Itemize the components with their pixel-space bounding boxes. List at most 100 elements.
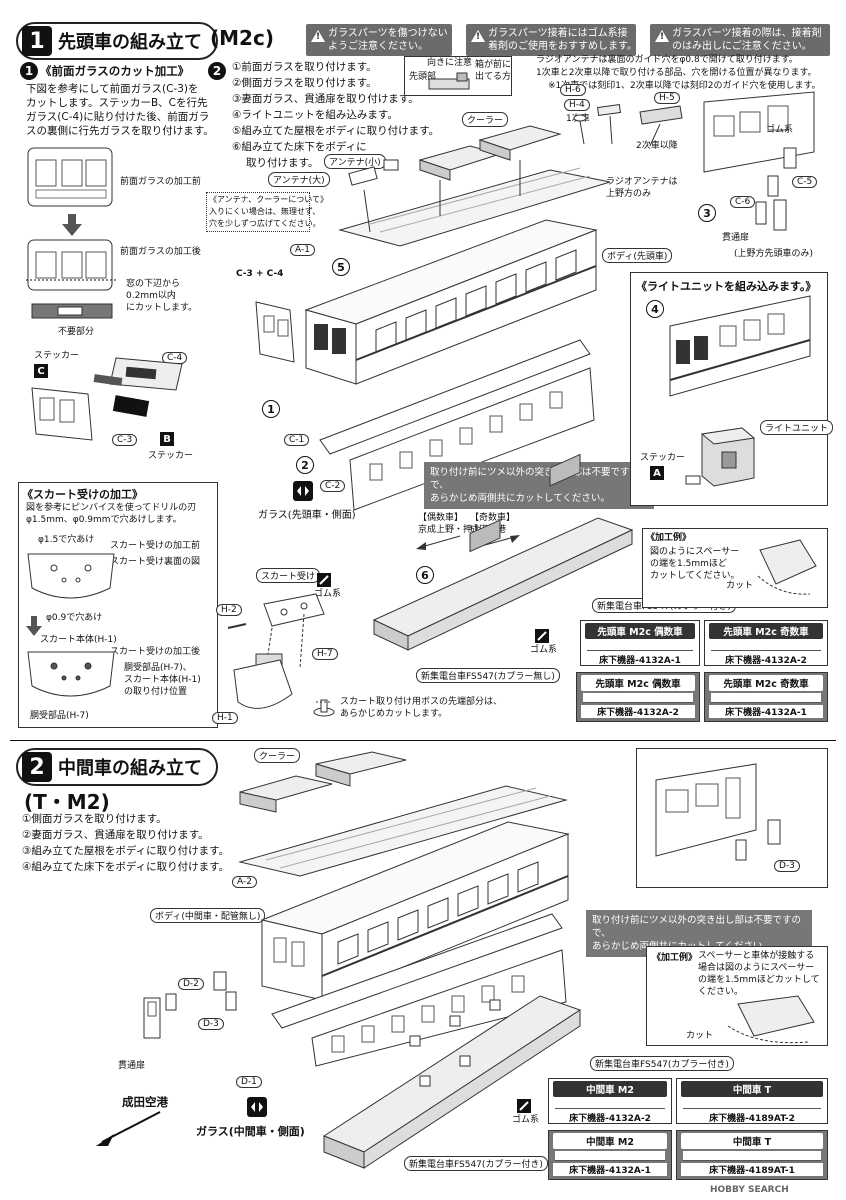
part-h5: H-5 [654, 92, 680, 104]
window-note-2: 0.2mm以内 [126, 291, 176, 301]
step-6: ⑥組み立てた床下をボディに [232, 141, 367, 153]
step-1-marker: 1 [262, 400, 280, 418]
warning-icon [311, 30, 325, 44]
glass-mid-label: ガラス(中間車・側面) [196, 1125, 305, 1138]
step-4-marker: 4 [646, 300, 664, 318]
antenna-cooler-note: 《アンテナ、クーラーについて》 入りにくい場合は、無理せず、 穴を少しずつ広げて… [206, 192, 328, 232]
underfloor-equipment-mini [683, 1099, 821, 1109]
table-front-odd-1: 先頭車 M2c 奇数車 床下機器-4132A-2 [704, 620, 828, 666]
skirt-back-label: スカート受け裏面の図 [110, 557, 201, 567]
narita-arrow [96, 1111, 161, 1146]
part-d2: D-2 [178, 978, 204, 990]
s2-cooler-label: クーラー [254, 748, 301, 763]
part-c1: C-1 [284, 434, 310, 446]
part-c4: C-4 [162, 352, 188, 364]
bogie-nocoupler-label: 新集電台車FS547(カプラー無し) [416, 668, 560, 683]
narita-label: 成田空港 [122, 1095, 168, 1109]
sticker-a-label: ステッカー [640, 453, 686, 463]
gomu-icon-2 [317, 573, 331, 587]
s2-step-4: ④組み立てた床下をボディに取り付けます。 [22, 861, 230, 873]
spacer-drawing-1 [757, 539, 817, 595]
part-h2: H-2 [216, 604, 242, 616]
light-unit-heading: 《ライトユニットを組み込みます。》 [636, 280, 817, 293]
front-glass-desc-1: 下図を参考にして前面ガラス(C-3)を [26, 83, 199, 95]
antenna-small-label: アンテナ(小) [324, 154, 386, 169]
table-mid-t-1: 中間車 T 床下機器-4189AT-2 [676, 1078, 828, 1124]
skirt-before-label: スカート受けの加工前 [110, 541, 201, 551]
radio-antenna-parts [573, 103, 683, 147]
front-glass-c3-drawing [31, 387, 93, 441]
boss-note-1: スカート取り付け用ボスの先端部分は、 [340, 697, 503, 707]
phi09-label: φ0.9で穴あけ [46, 613, 103, 623]
process-example-desc-2d: ください。 [698, 987, 744, 997]
gomu-label-1: ゴム系 [766, 125, 794, 135]
section2-title: 中間車の組み立て [58, 758, 202, 779]
process-example-desc-2b: 場合は図のようにスペーサー [698, 963, 815, 973]
skirt-h7-label: 胴受部品(H-7) [30, 711, 89, 721]
section1-header: 1 先頭車の組み立て [16, 22, 218, 60]
destination-glass-drawing [93, 357, 183, 391]
spacer-drawing-2 [727, 995, 815, 1044]
table-mid-m2-2: 中間車 M2 床下機器-4132A-1 [548, 1130, 672, 1180]
radio-note-2: 1次車と2次車以降で取り付ける部品、穴を開ける位置が異なります。 [536, 68, 817, 78]
down-arrow [62, 214, 82, 236]
front-glass-desc-2: カットします。ステッカーB、Cを行先 [26, 97, 208, 109]
phi15-label: φ1.5で穴あけ [38, 535, 95, 545]
step-3: ③妻面ガラス、貫通扉を取り付けます。 [232, 93, 419, 105]
skirt-mount-3: の取り付け位置 [124, 687, 188, 697]
s2-end-inset-drawing [655, 763, 781, 861]
warning-2: ガラスパーツ接着にはゴム系接 着剤のご使用をおすすめします。 [466, 24, 637, 56]
part-d1: D-1 [236, 1076, 262, 1088]
part-c3: C-3 [112, 434, 138, 446]
antenna-shape [428, 72, 470, 90]
part-c2: C-2 [320, 480, 346, 492]
sticker-a-icon: A [650, 466, 664, 480]
part-d3-b: D-3 [774, 860, 800, 872]
step-1: ①前面ガラスを取り付けます。 [232, 61, 377, 73]
antenna-direction-box: 向きに注意 先頭部 箱が前に 出てる方 [404, 56, 512, 96]
s2-roof-drawing [238, 751, 568, 877]
sticker-b-icon: B [160, 432, 174, 446]
front-car-body-drawing [304, 219, 598, 385]
unneeded-part-drawing [31, 303, 113, 319]
table-mid-m2-1: 中間車 M2 床下機器-4132A-2 [548, 1078, 672, 1124]
light-unit-drawing [685, 427, 756, 487]
front-glass-assembled [255, 301, 295, 363]
skirt-desc-2: φ1.5mm、φ0.9mmで穴あけします。 [26, 515, 182, 525]
process-example-desc-2a: スペーサーと車体が接触する [698, 951, 815, 961]
part-c6: C-6 [730, 196, 756, 208]
skirt-mount-label: スカート受け [256, 568, 321, 583]
s2-step-1: ①側面ガラスを取り付けます。 [22, 813, 167, 825]
light-unit-car-drawing [669, 295, 811, 397]
skirt-heading: 《スカート受けの加工》 [22, 488, 143, 501]
end-door-inset [703, 91, 815, 231]
second-car-label: 2次車以降 [636, 141, 678, 151]
part-h1: H-1 [212, 712, 238, 724]
radio-antenna-ueno-2: 上野方のみ [606, 189, 652, 199]
step-2: ②側面ガラスを取り付けます。 [232, 77, 377, 89]
boss-icon [313, 699, 335, 717]
radio-antenna-ueno-1: ラジオアンテナは [606, 177, 678, 187]
process-example-desc-1c: カットしてください。 [650, 571, 740, 581]
warning-icon [655, 30, 669, 44]
section1-number: 1 [22, 26, 52, 56]
cooler-label: クーラー [462, 112, 509, 127]
table-mid-t-2: 中間車 T 床下機器-4189AT-1 [676, 1130, 828, 1180]
part-a1: A-1 [290, 244, 315, 256]
radio-note-3: ※1次車では刻印1、2次車以降では刻印2のガイド穴を使用します。 [548, 81, 821, 91]
underfloor-drawing [372, 453, 634, 651]
body-front-label: ボディ(先頭車) [602, 248, 673, 263]
boss-note-2: あらかじめカットします。 [340, 709, 448, 719]
s2-side-glass-drawing [271, 913, 567, 1067]
process-example-heading-1: 《加工例》 [646, 533, 692, 543]
s2-bogie-label-2: 新集電台車FS547(カプラー付き) [404, 1156, 548, 1171]
gomu-label-3: ゴム系 [314, 589, 342, 599]
skirt-before-drawing [27, 553, 115, 599]
kantsu-label-2: 貫通扉 [118, 1061, 146, 1071]
skirt-mount-2: スカート本体(H-1) [124, 675, 201, 685]
underfloor-equipment-mini [555, 1099, 665, 1109]
light-unit-label: ライトユニット [760, 420, 834, 435]
part-h4: H-4 [564, 99, 590, 111]
process-example-heading-2: 《加工例》 [652, 953, 698, 963]
front-glass-after-drawing [26, 239, 116, 291]
